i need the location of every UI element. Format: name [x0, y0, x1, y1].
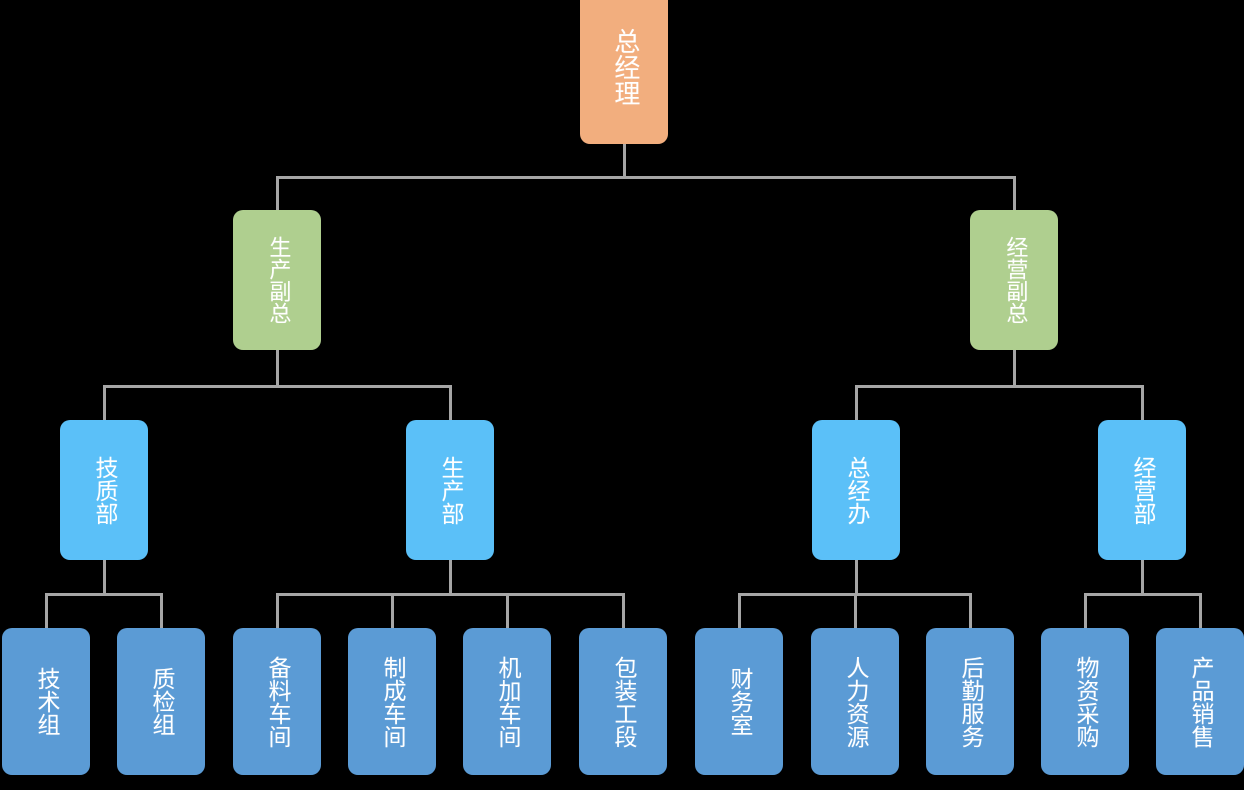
org-node-label: 经营部 [1129, 455, 1156, 525]
connector-bus-n2 [855, 385, 1144, 388]
org-node-n5[interactable]: 总经办 [812, 420, 900, 560]
connector-drop-n16 [1084, 593, 1087, 628]
connector-drop-n5 [855, 385, 858, 420]
connector-drop-n2 [1013, 176, 1016, 210]
org-node-label: 总经办 [843, 455, 870, 525]
org-node-n11[interactable]: 机加车间 [463, 628, 551, 775]
org-node-label: 生产部 [437, 455, 464, 525]
connector-drop-n13 [738, 593, 741, 628]
org-node-label: 质检组 [148, 667, 175, 736]
connector-stem-n6 [1141, 560, 1144, 596]
org-node-n1[interactable]: 生产副总 [233, 210, 321, 350]
org-node-n0[interactable]: 总经理 [580, 0, 668, 144]
connector-drop-n4 [449, 385, 452, 420]
connector-bus-n1 [103, 385, 452, 388]
org-node-label: 机加车间 [494, 655, 521, 748]
org-node-n13[interactable]: 财务室 [695, 628, 783, 775]
org-node-n7[interactable]: 技术组 [2, 628, 90, 775]
org-node-n8[interactable]: 质检组 [117, 628, 205, 775]
org-node-label: 财务室 [726, 667, 753, 736]
org-node-label: 生产副总 [265, 236, 291, 324]
connector-drop-n10 [391, 593, 394, 628]
connector-drop-n12 [622, 593, 625, 628]
connector-bus-n4 [276, 593, 625, 596]
connector-stem-n5 [855, 560, 858, 596]
org-node-label: 制成车间 [379, 655, 406, 748]
connector-drop-n1 [276, 176, 279, 210]
connector-drop-n15 [969, 593, 972, 628]
org-node-label: 后勤服务 [957, 655, 984, 748]
org-node-label: 技术组 [33, 667, 60, 736]
org-node-n17[interactable]: 产品销售 [1156, 628, 1244, 775]
org-node-n4[interactable]: 生产部 [406, 420, 494, 560]
org-node-label: 人力资源 [842, 655, 869, 748]
connector-drop-n17 [1199, 593, 1202, 628]
org-node-label: 经营副总 [1002, 236, 1028, 324]
connector-stem-n3 [103, 560, 106, 596]
org-node-label: 总经理 [609, 28, 640, 106]
connector-stem-n1 [276, 350, 279, 388]
org-node-label: 包装工段 [610, 655, 637, 748]
connector-bus-n0 [276, 176, 1016, 179]
connector-drop-n9 [276, 593, 279, 628]
org-node-n6[interactable]: 经营部 [1098, 420, 1186, 560]
connector-drop-n11 [506, 593, 509, 628]
connector-bus-n6 [1084, 593, 1202, 596]
org-node-n16[interactable]: 物资采购 [1041, 628, 1129, 775]
org-node-n12[interactable]: 包装工段 [579, 628, 667, 775]
connector-stem-n2 [1013, 350, 1016, 388]
connector-drop-n14 [854, 593, 857, 628]
org-node-n10[interactable]: 制成车间 [348, 628, 436, 775]
org-node-label: 技质部 [91, 455, 118, 525]
org-node-n14[interactable]: 人力资源 [811, 628, 899, 775]
connector-bus-n3 [45, 593, 163, 596]
org-node-label: 产品销售 [1187, 655, 1214, 748]
connector-stem-n4 [449, 560, 452, 596]
connector-drop-n7 [45, 593, 48, 628]
connector-drop-n6 [1141, 385, 1144, 420]
org-node-label: 备料车间 [264, 655, 291, 748]
connector-drop-n8 [160, 593, 163, 628]
connector-stem-n0 [623, 144, 626, 179]
org-node-label: 物资采购 [1072, 655, 1099, 748]
org-node-n15[interactable]: 后勤服务 [926, 628, 1014, 775]
org-node-n9[interactable]: 备料车间 [233, 628, 321, 775]
org-node-n2[interactable]: 经营副总 [970, 210, 1058, 350]
connector-drop-n3 [103, 385, 106, 420]
org-node-n3[interactable]: 技质部 [60, 420, 148, 560]
